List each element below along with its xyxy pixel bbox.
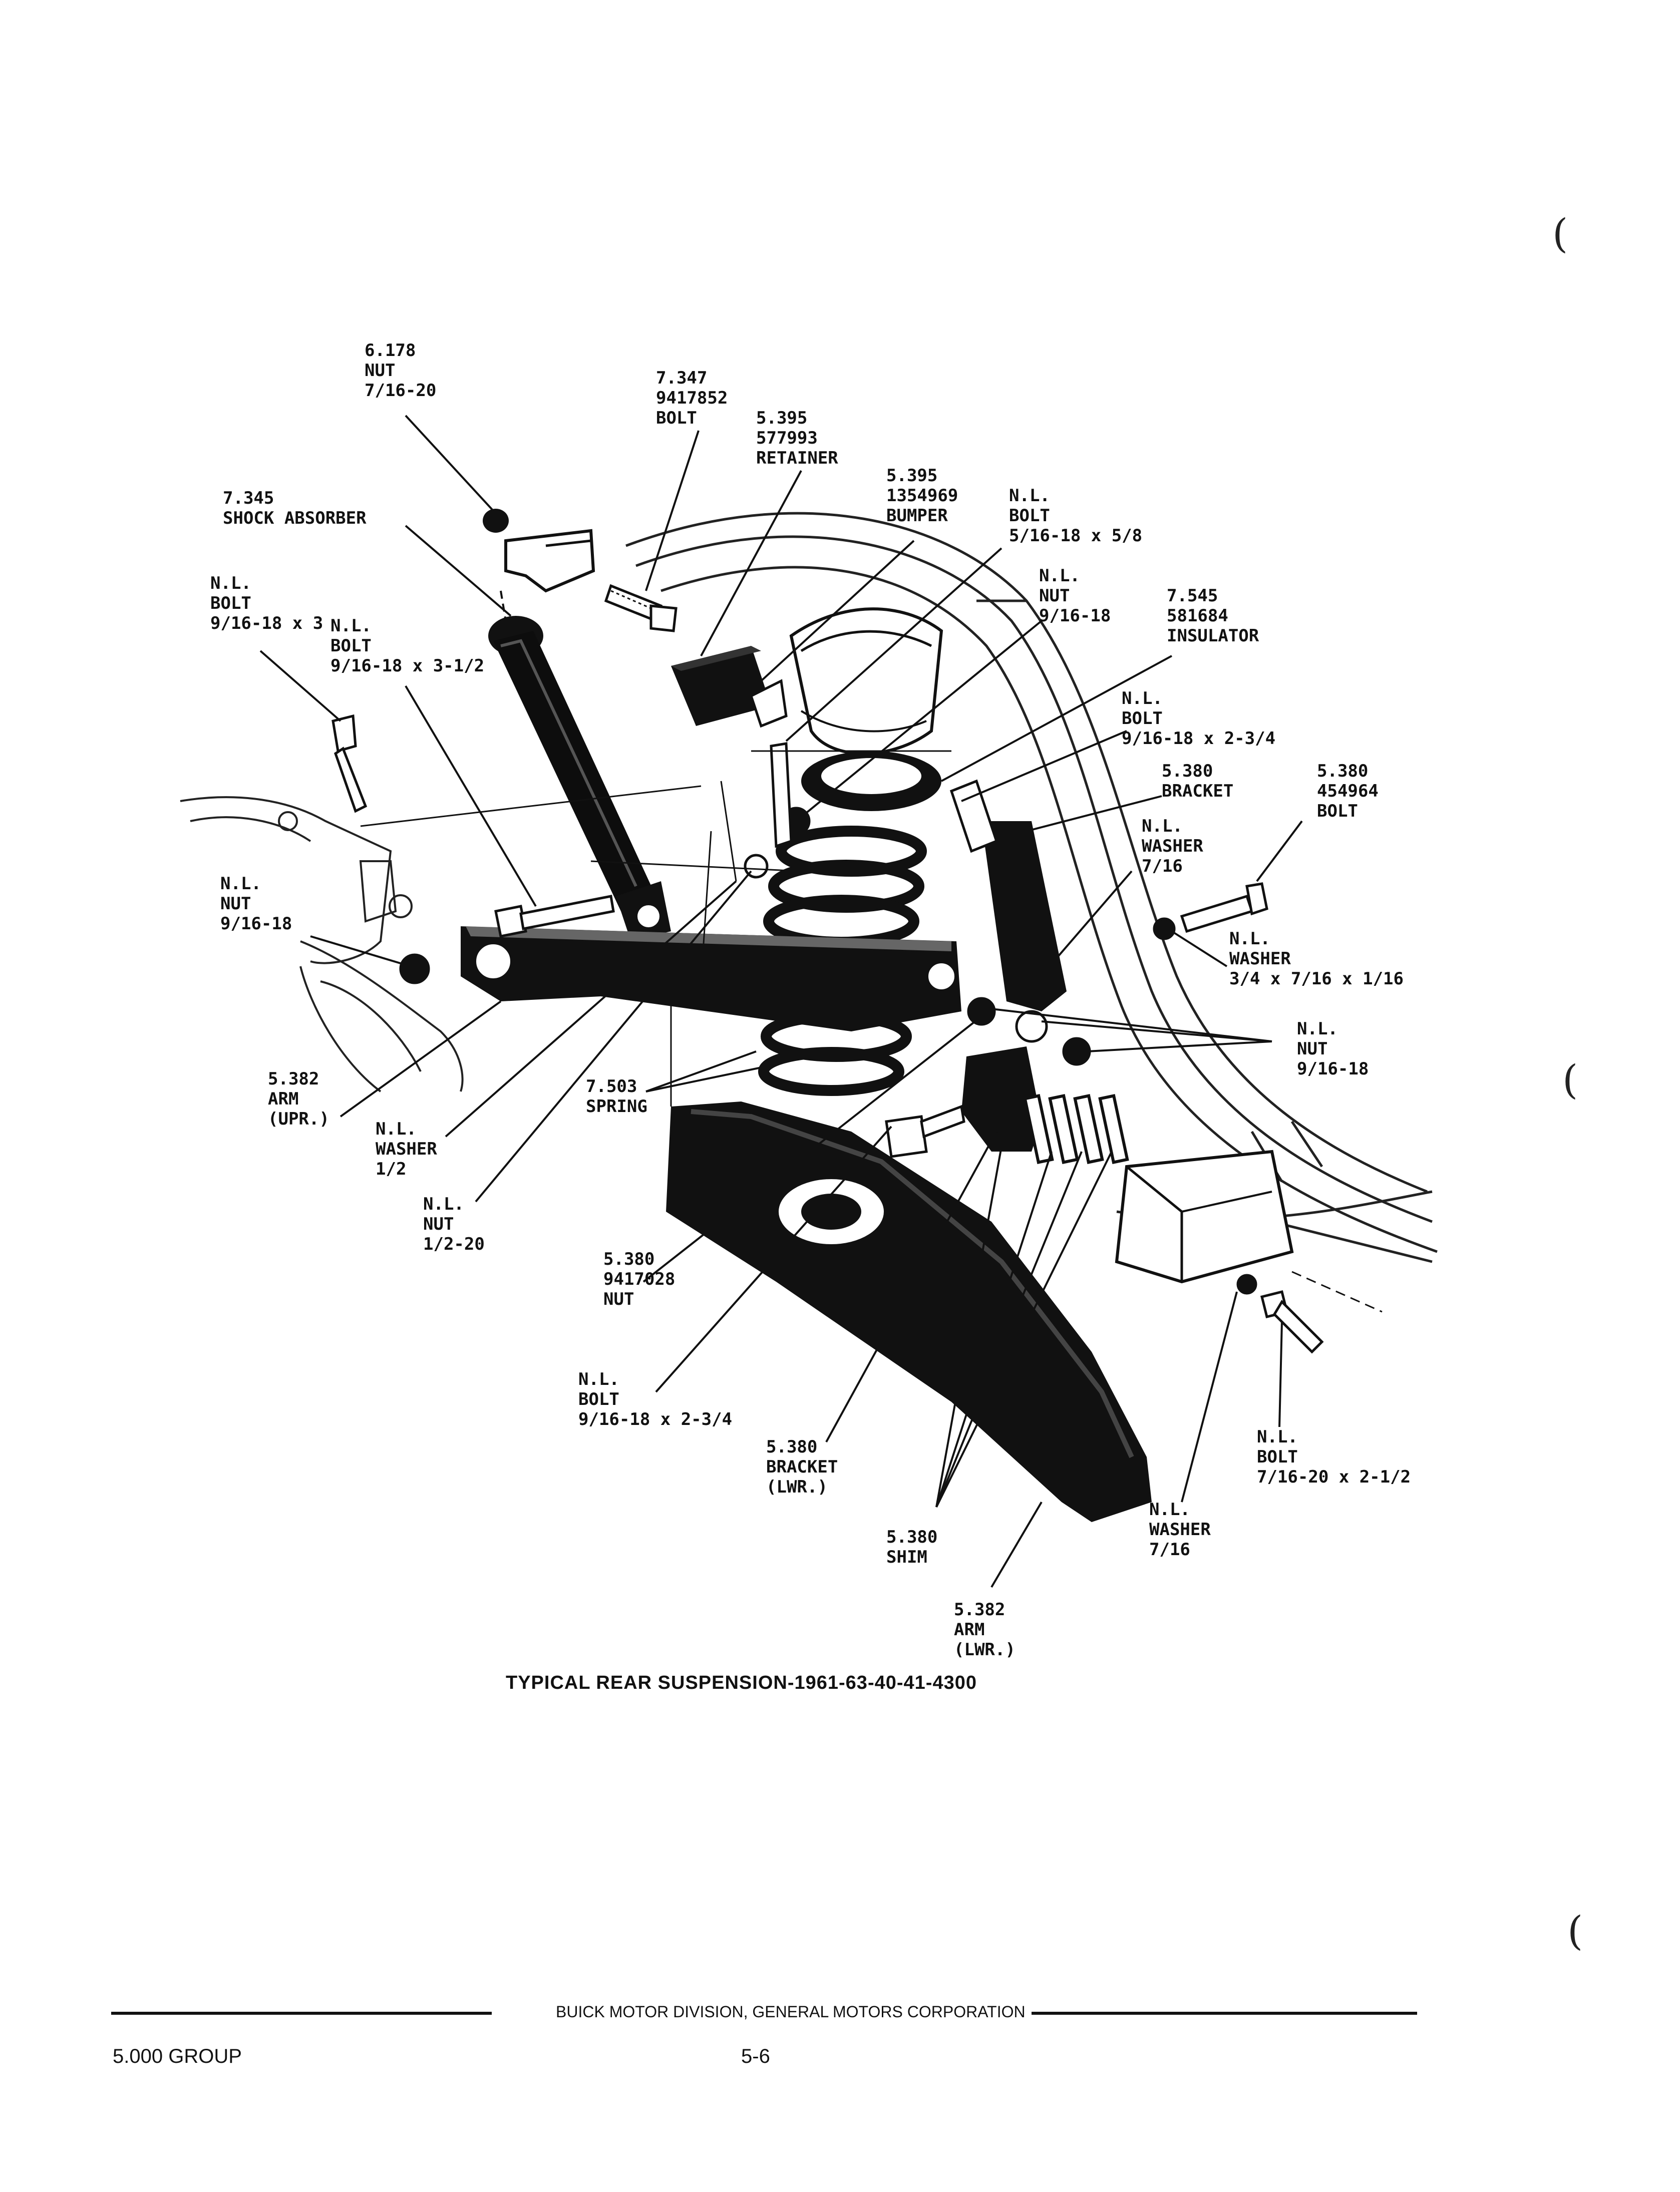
figure-caption: TYPICAL REAR SUSPENSION-1961-63-40-41-43… xyxy=(506,1672,977,1693)
assembly-lines xyxy=(360,750,1383,1313)
coil-spring xyxy=(758,826,927,1096)
footer-rule-right xyxy=(1032,2012,1417,2015)
shock-upper-bracket xyxy=(483,509,595,621)
frame-bracket xyxy=(1115,1150,1294,1284)
lower-bracket-5380 xyxy=(961,1046,1129,1165)
margin-mark-bottom: ( xyxy=(1567,1908,1583,1954)
bolt-7347 xyxy=(604,584,678,632)
upper-bracket-5380 xyxy=(949,779,1067,1011)
shock-absorber xyxy=(488,616,671,941)
footer-rule-left xyxy=(111,2012,492,2015)
leader-lines xyxy=(259,415,1303,1588)
spring-upper-seat xyxy=(789,607,943,755)
insulator xyxy=(801,751,941,811)
margin-mark-top: ( xyxy=(1552,210,1568,257)
footer-publisher: BUICK MOTOR DIVISION, GENERAL MOTORS COR… xyxy=(556,2003,1026,2021)
footer-page-number: 5-6 xyxy=(741,2045,770,2067)
lower-control-arm xyxy=(666,1102,1152,1522)
footer-group: 5.000 GROUP xyxy=(113,2045,242,2067)
axle-housing xyxy=(180,796,464,1092)
bumper-assembly xyxy=(671,646,788,728)
upper-control-arm xyxy=(461,926,961,1031)
margin-mark-mid: ( xyxy=(1562,1056,1578,1103)
